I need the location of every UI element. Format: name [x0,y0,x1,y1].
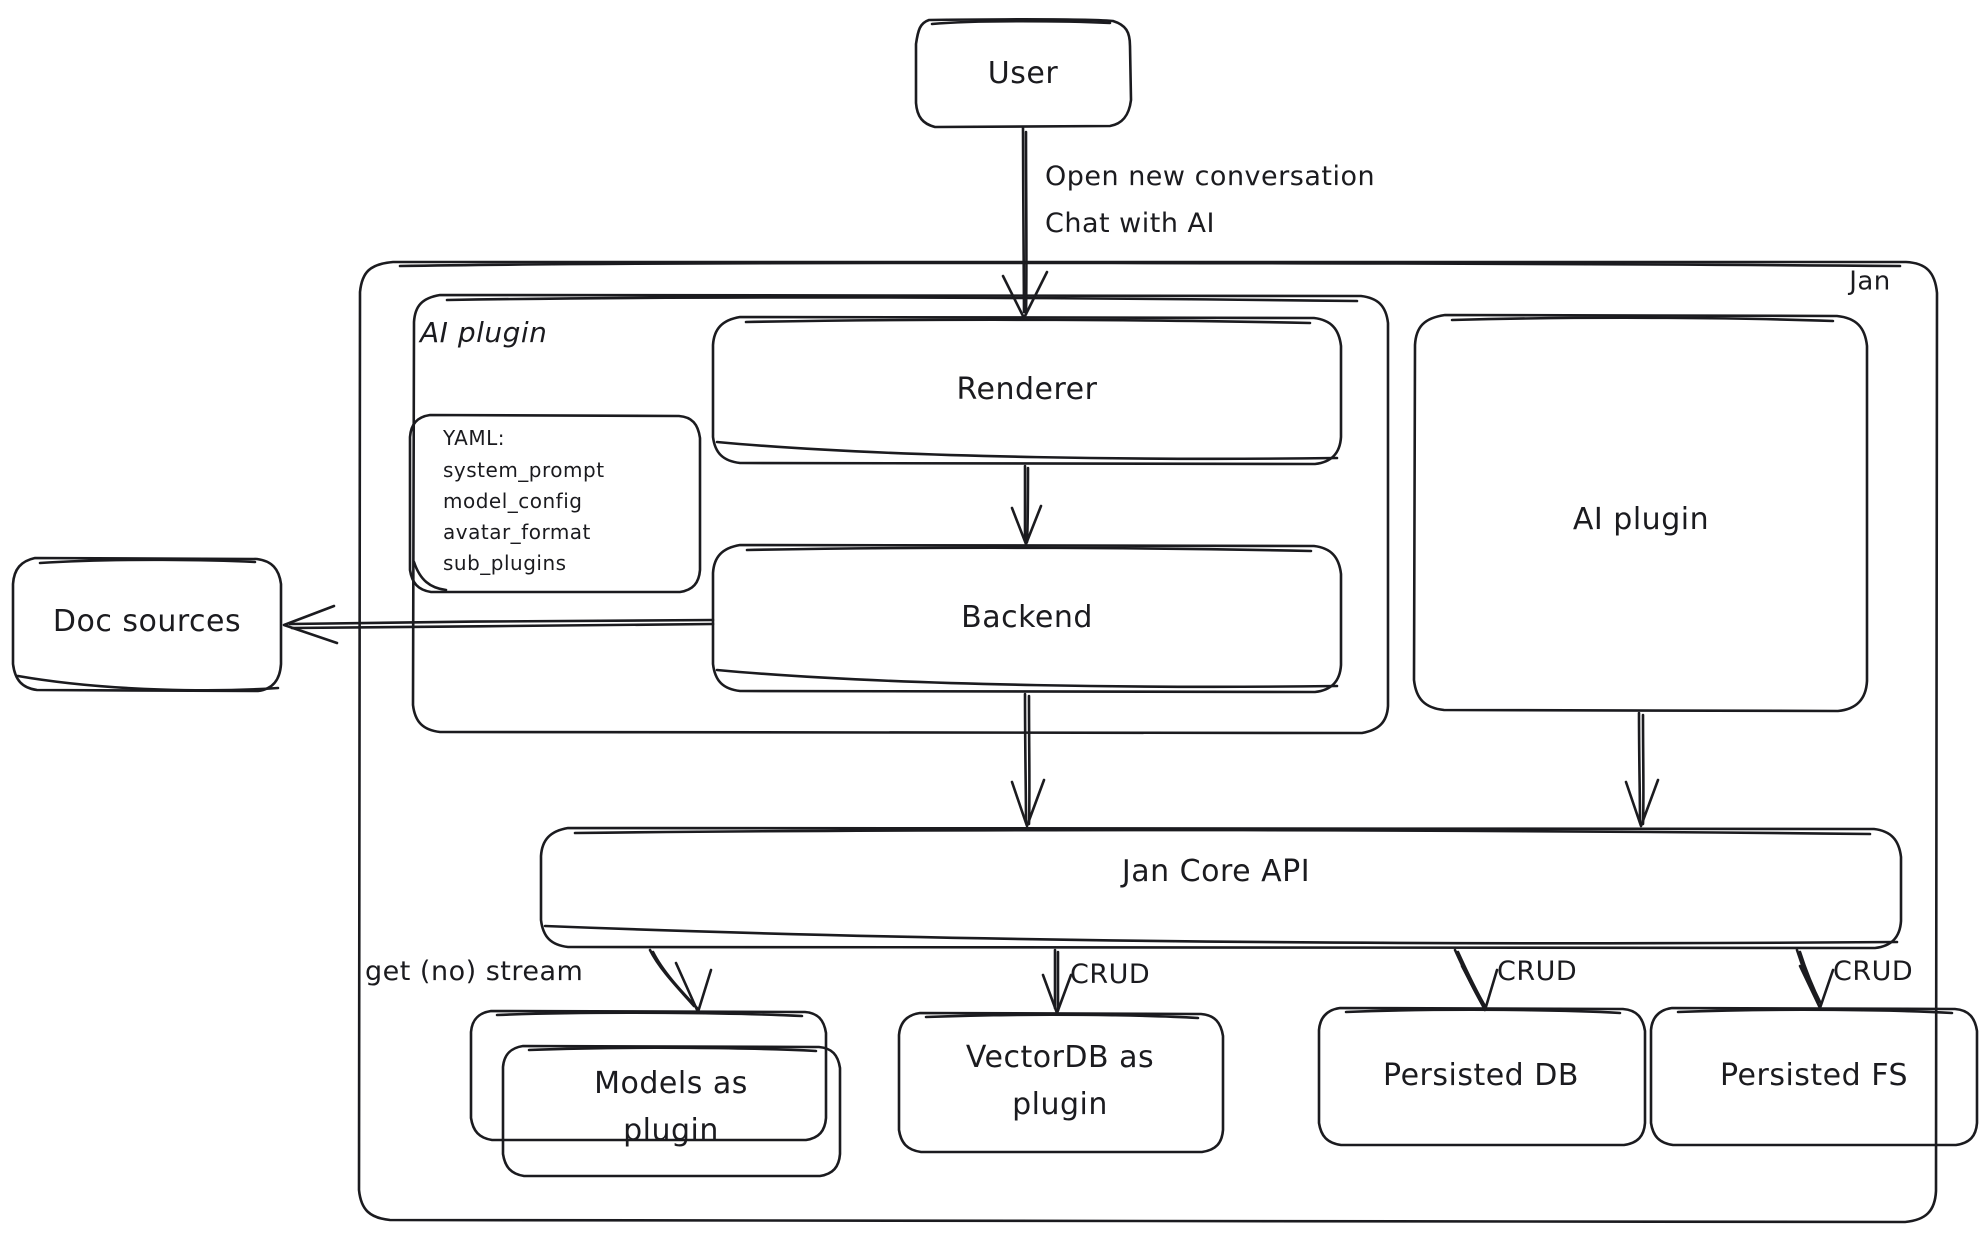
yaml-note-shape[interactable] [408,413,702,594]
persisted-fs-node-shape[interactable] [1649,1006,1979,1147]
vectordb-plugin-node[interactable] [899,1012,1223,1153]
models-plugin-node-shape[interactable] [469,1009,842,1178]
models-plugin-node[interactable] [471,1010,840,1177]
user-node[interactable] [916,18,1132,128]
edge-core-api-to-persisted-db [1453,948,1499,1012]
jan-container-shape[interactable] [357,260,1939,1224]
jan-core-api-node[interactable] [541,827,1901,948]
ai-plugin-node[interactable] [1414,314,1867,711]
yaml-note[interactable] [410,414,700,592]
ai-plugin-node-shape[interactable] [1412,313,1869,713]
persisted-db-node-shape[interactable] [1317,1006,1647,1147]
persisted-db-node[interactable] [1319,1007,1645,1146]
backend-node-shape[interactable] [711,543,1343,694]
vectordb-plugin-node-shape[interactable] [897,1011,1225,1154]
ai-plugin-group-shape[interactable] [411,293,1390,735]
edge-core-api-to-persisted-fs [1795,948,1835,1010]
backend-node[interactable] [713,544,1341,692]
user-node-shape[interactable] [914,18,1133,129]
renderer-node[interactable] [713,316,1341,464]
persisted-fs-node[interactable] [1651,1007,1977,1146]
edge-renderer-to-backend [1010,464,1043,546]
edge-user-to-renderer [1001,126,1049,320]
edge-ai-plugin-to-core-api [1624,711,1660,828]
doc-sources-node-shape[interactable] [11,556,283,693]
jan-core-api-node-shape[interactable] [539,826,1903,950]
renderer-node-shape[interactable] [711,315,1343,466]
edge-backend-to-doc-sources [282,604,715,645]
edge-core-api-to-vectordb-plugin [1041,948,1073,1015]
edge-core-api-to-models-plugin [648,948,713,1014]
doc-sources-node[interactable] [13,557,281,691]
edge-backend-to-core-api [1010,692,1046,828]
